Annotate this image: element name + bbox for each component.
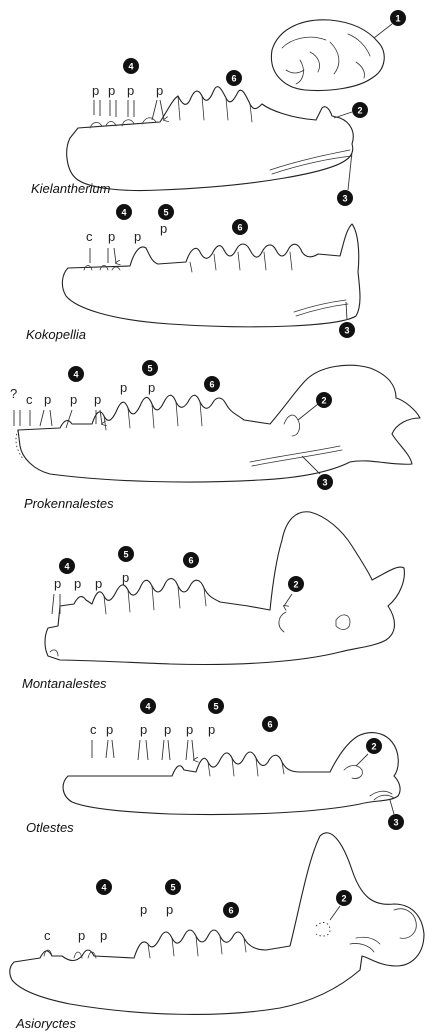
callout-2: 2	[288, 576, 304, 592]
mandible	[63, 733, 400, 815]
callout-4: 4	[68, 366, 84, 382]
svg-text:6: 6	[209, 380, 214, 390]
callout-6: 6	[226, 70, 242, 86]
taxon-prokennalestes: Prokennalestes	[24, 496, 114, 511]
callout-4: 4	[116, 204, 132, 220]
taxon-montanalestes: Montanalestes	[22, 676, 107, 691]
premolar-label: p	[120, 380, 127, 395]
jaw-kokopellia: c p p p	[62, 221, 360, 327]
premolar-label: p	[140, 902, 147, 917]
svg-text:2: 2	[357, 106, 362, 116]
svg-text:4: 4	[64, 562, 69, 572]
jaw-asioryctes: c p p p p	[10, 833, 424, 1015]
callout-5: 5	[118, 546, 134, 562]
canine-label: c	[26, 392, 33, 407]
premolar-label: p	[127, 83, 134, 98]
premolar-label: p	[208, 722, 215, 737]
callout-3: 3	[388, 800, 404, 830]
premolar-label: p	[78, 928, 85, 943]
svg-text:4: 4	[101, 883, 106, 893]
taxon-otlestes: Otlestes	[26, 820, 74, 835]
premolar-label: p	[164, 722, 171, 737]
svg-text:2: 2	[293, 580, 298, 590]
premolar-label: p	[166, 902, 173, 917]
jaw-montanalestes: p p p p	[45, 512, 404, 665]
svg-text:4: 4	[73, 370, 78, 380]
premolar-label: p	[186, 722, 193, 737]
skull-fragment	[271, 20, 384, 91]
callout-5: 5	[165, 879, 181, 895]
callout-5: 5	[208, 698, 224, 714]
premolar-label: p	[94, 392, 101, 407]
premolar-label: p	[108, 229, 115, 244]
taxon-asioryctes: Asioryctes	[15, 1016, 76, 1031]
svg-text:6: 6	[231, 74, 236, 84]
svg-text:4: 4	[128, 62, 133, 72]
callout-6: 6	[232, 219, 248, 235]
callout-5: 5	[142, 360, 158, 376]
uncertain-label: ?	[10, 386, 17, 401]
callout-5: 5	[158, 204, 174, 220]
svg-text:5: 5	[163, 208, 168, 218]
callout-4: 4	[123, 58, 139, 74]
svg-text:5: 5	[147, 364, 152, 374]
premolar-label: p	[148, 380, 155, 395]
taxon-kielantherium: Kielantherium	[31, 181, 111, 196]
taxon-kokopellia: Kokopellia	[26, 327, 86, 342]
premolar-label: p	[44, 392, 51, 407]
svg-text:1: 1	[395, 14, 400, 24]
svg-text:6: 6	[237, 223, 242, 233]
premolar-label: p	[100, 928, 107, 943]
callout-6: 6	[223, 902, 239, 918]
jaw-otlestes: c p p p p p	[63, 722, 400, 815]
canine-label: c	[90, 722, 97, 737]
canine-label: c	[44, 928, 51, 943]
callout-6: 6	[183, 552, 199, 568]
svg-text:2: 2	[321, 396, 326, 406]
svg-text:2: 2	[341, 894, 346, 904]
premolar-label: p	[122, 570, 129, 585]
callout-4: 4	[59, 558, 75, 574]
jaw-kielantherium: p p p p	[67, 20, 385, 191]
premolar-label: p	[54, 576, 61, 591]
callout-1: 1	[374, 10, 406, 38]
premolar-label: p	[160, 221, 167, 236]
premolar-label: p	[106, 722, 113, 737]
premolar-label: p	[140, 722, 147, 737]
svg-text:3: 3	[322, 478, 327, 488]
mandible	[10, 833, 424, 1015]
svg-text:6: 6	[267, 720, 272, 730]
premolar-label: p	[134, 229, 141, 244]
svg-text:3: 3	[393, 818, 398, 828]
callout-4: 4	[96, 879, 112, 895]
callout-2: 2	[334, 102, 368, 118]
svg-text:5: 5	[213, 702, 218, 712]
premolar-label: p	[92, 83, 99, 98]
svg-text:5: 5	[170, 883, 175, 893]
premolar-label: p	[70, 392, 77, 407]
canine-label: c	[86, 229, 93, 244]
callout-4: 4	[140, 698, 156, 714]
svg-text:4: 4	[145, 702, 150, 712]
premolar-label: p	[95, 576, 102, 591]
svg-text:5: 5	[123, 550, 128, 560]
svg-text:2: 2	[371, 742, 376, 752]
svg-text:3: 3	[344, 326, 349, 336]
premolar-label: p	[74, 576, 81, 591]
premolar-label: p	[156, 83, 163, 98]
svg-text:4: 4	[121, 208, 126, 218]
callout-6: 6	[262, 716, 278, 732]
premolar-label: p	[108, 83, 115, 98]
svg-text:3: 3	[342, 194, 347, 204]
svg-text:6: 6	[228, 906, 233, 916]
svg-text:6: 6	[188, 556, 193, 566]
callout-6: 6	[204, 376, 220, 392]
